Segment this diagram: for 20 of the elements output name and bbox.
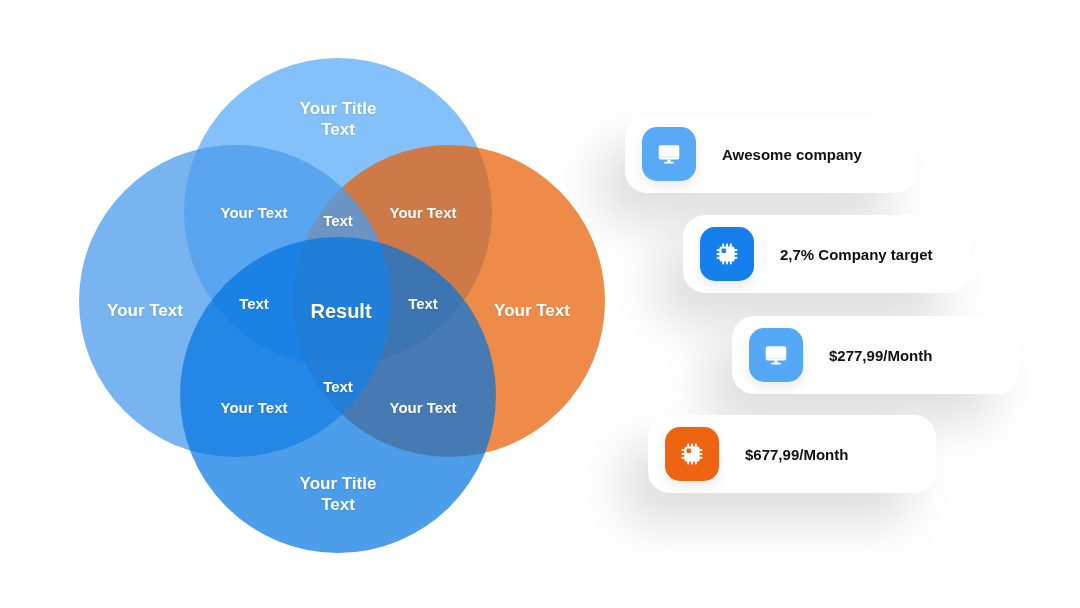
circle-label: Your Text (107, 299, 183, 321)
region-label: Text (323, 212, 353, 230)
card-text: $277,99/Month (829, 346, 933, 364)
card-text: $677,99/Month (745, 445, 849, 463)
region-label: Text (323, 378, 353, 396)
region-label: Your Text (220, 204, 288, 222)
card-text: Awesome company (722, 145, 862, 163)
info-card (683, 215, 970, 293)
region-label: Your Text (220, 399, 288, 417)
region-label: Your Text (389, 204, 457, 222)
circle-label: Your Title Text (298, 473, 378, 515)
circle-label: Your Title Text (298, 98, 378, 140)
region-label: Your Text (389, 399, 457, 417)
region-label: Result (310, 299, 372, 323)
region-label: Text (408, 295, 438, 313)
info-card (648, 415, 936, 493)
region-label: Text (239, 295, 269, 313)
card-text: 2,7% Company target (780, 245, 933, 263)
circle-label: Your Text (494, 299, 570, 321)
info-card (732, 316, 1019, 394)
